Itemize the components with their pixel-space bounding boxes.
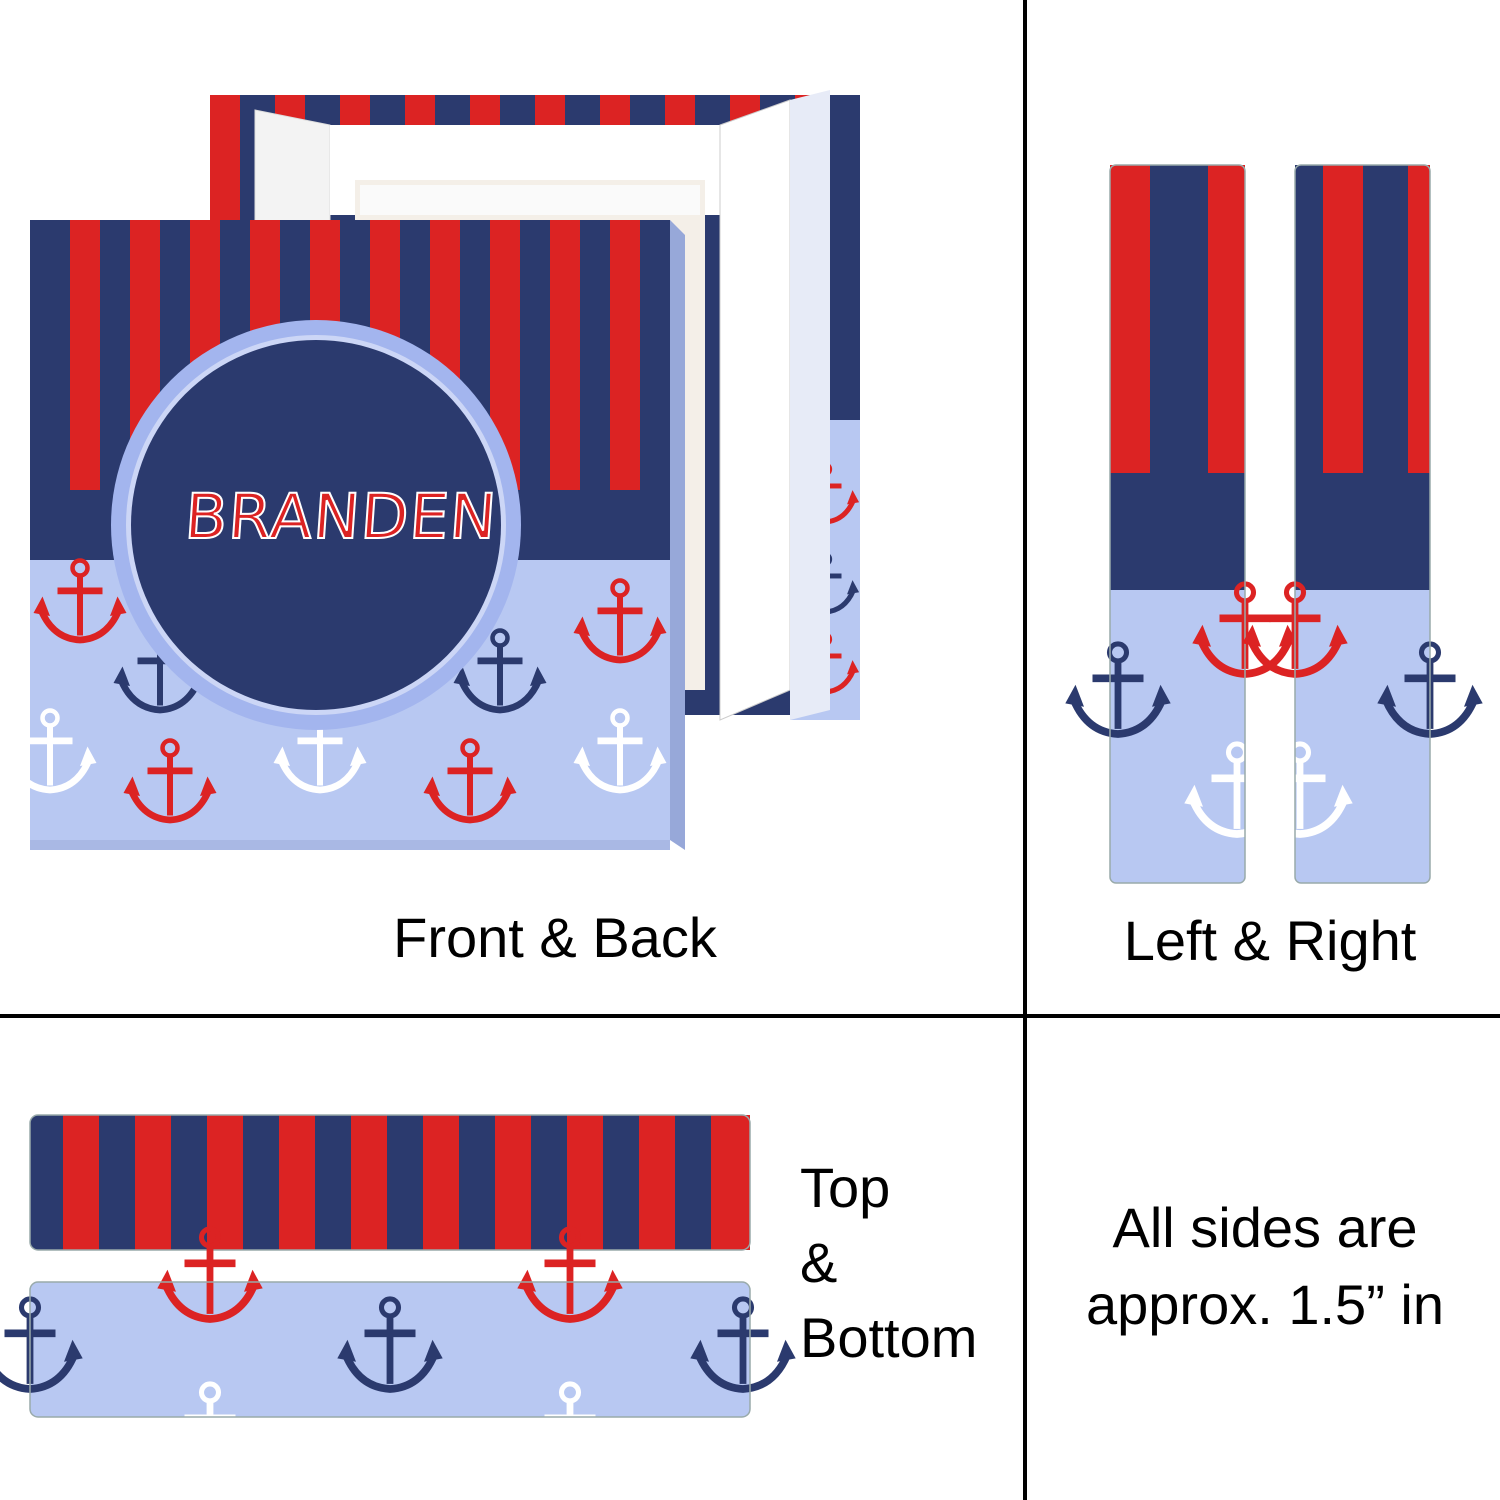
size-note-line1: All sides are: [1112, 1196, 1418, 1259]
size-note-line2: approx. 1.5” in: [1086, 1273, 1444, 1336]
left-strip: [1065, 164, 1297, 884]
front-canvas: [4, 220, 685, 850]
canvas-front-back-illustration: [20, 90, 880, 850]
left-right-caption: Left & Right: [1123, 909, 1417, 972]
vertical-divider: [1023, 0, 1027, 1500]
right-strip: [1242, 164, 1482, 884]
front-back-caption: Front & Back: [393, 906, 717, 969]
top-bottom-caption-line2: &: [800, 1231, 838, 1294]
top-bottom-caption-line3: Bottom: [800, 1306, 978, 1369]
bottom-strip: [0, 1229, 796, 1474]
top-strip: [29, 1114, 751, 1251]
top-bottom-side-strips: [25, 1114, 755, 1420]
horizontal-divider: [0, 1014, 1500, 1018]
left-right-side-strips: [1100, 164, 1440, 884]
top-bottom-caption-line1: Top: [800, 1156, 891, 1219]
name-text: BRANDEN: [181, 479, 500, 554]
